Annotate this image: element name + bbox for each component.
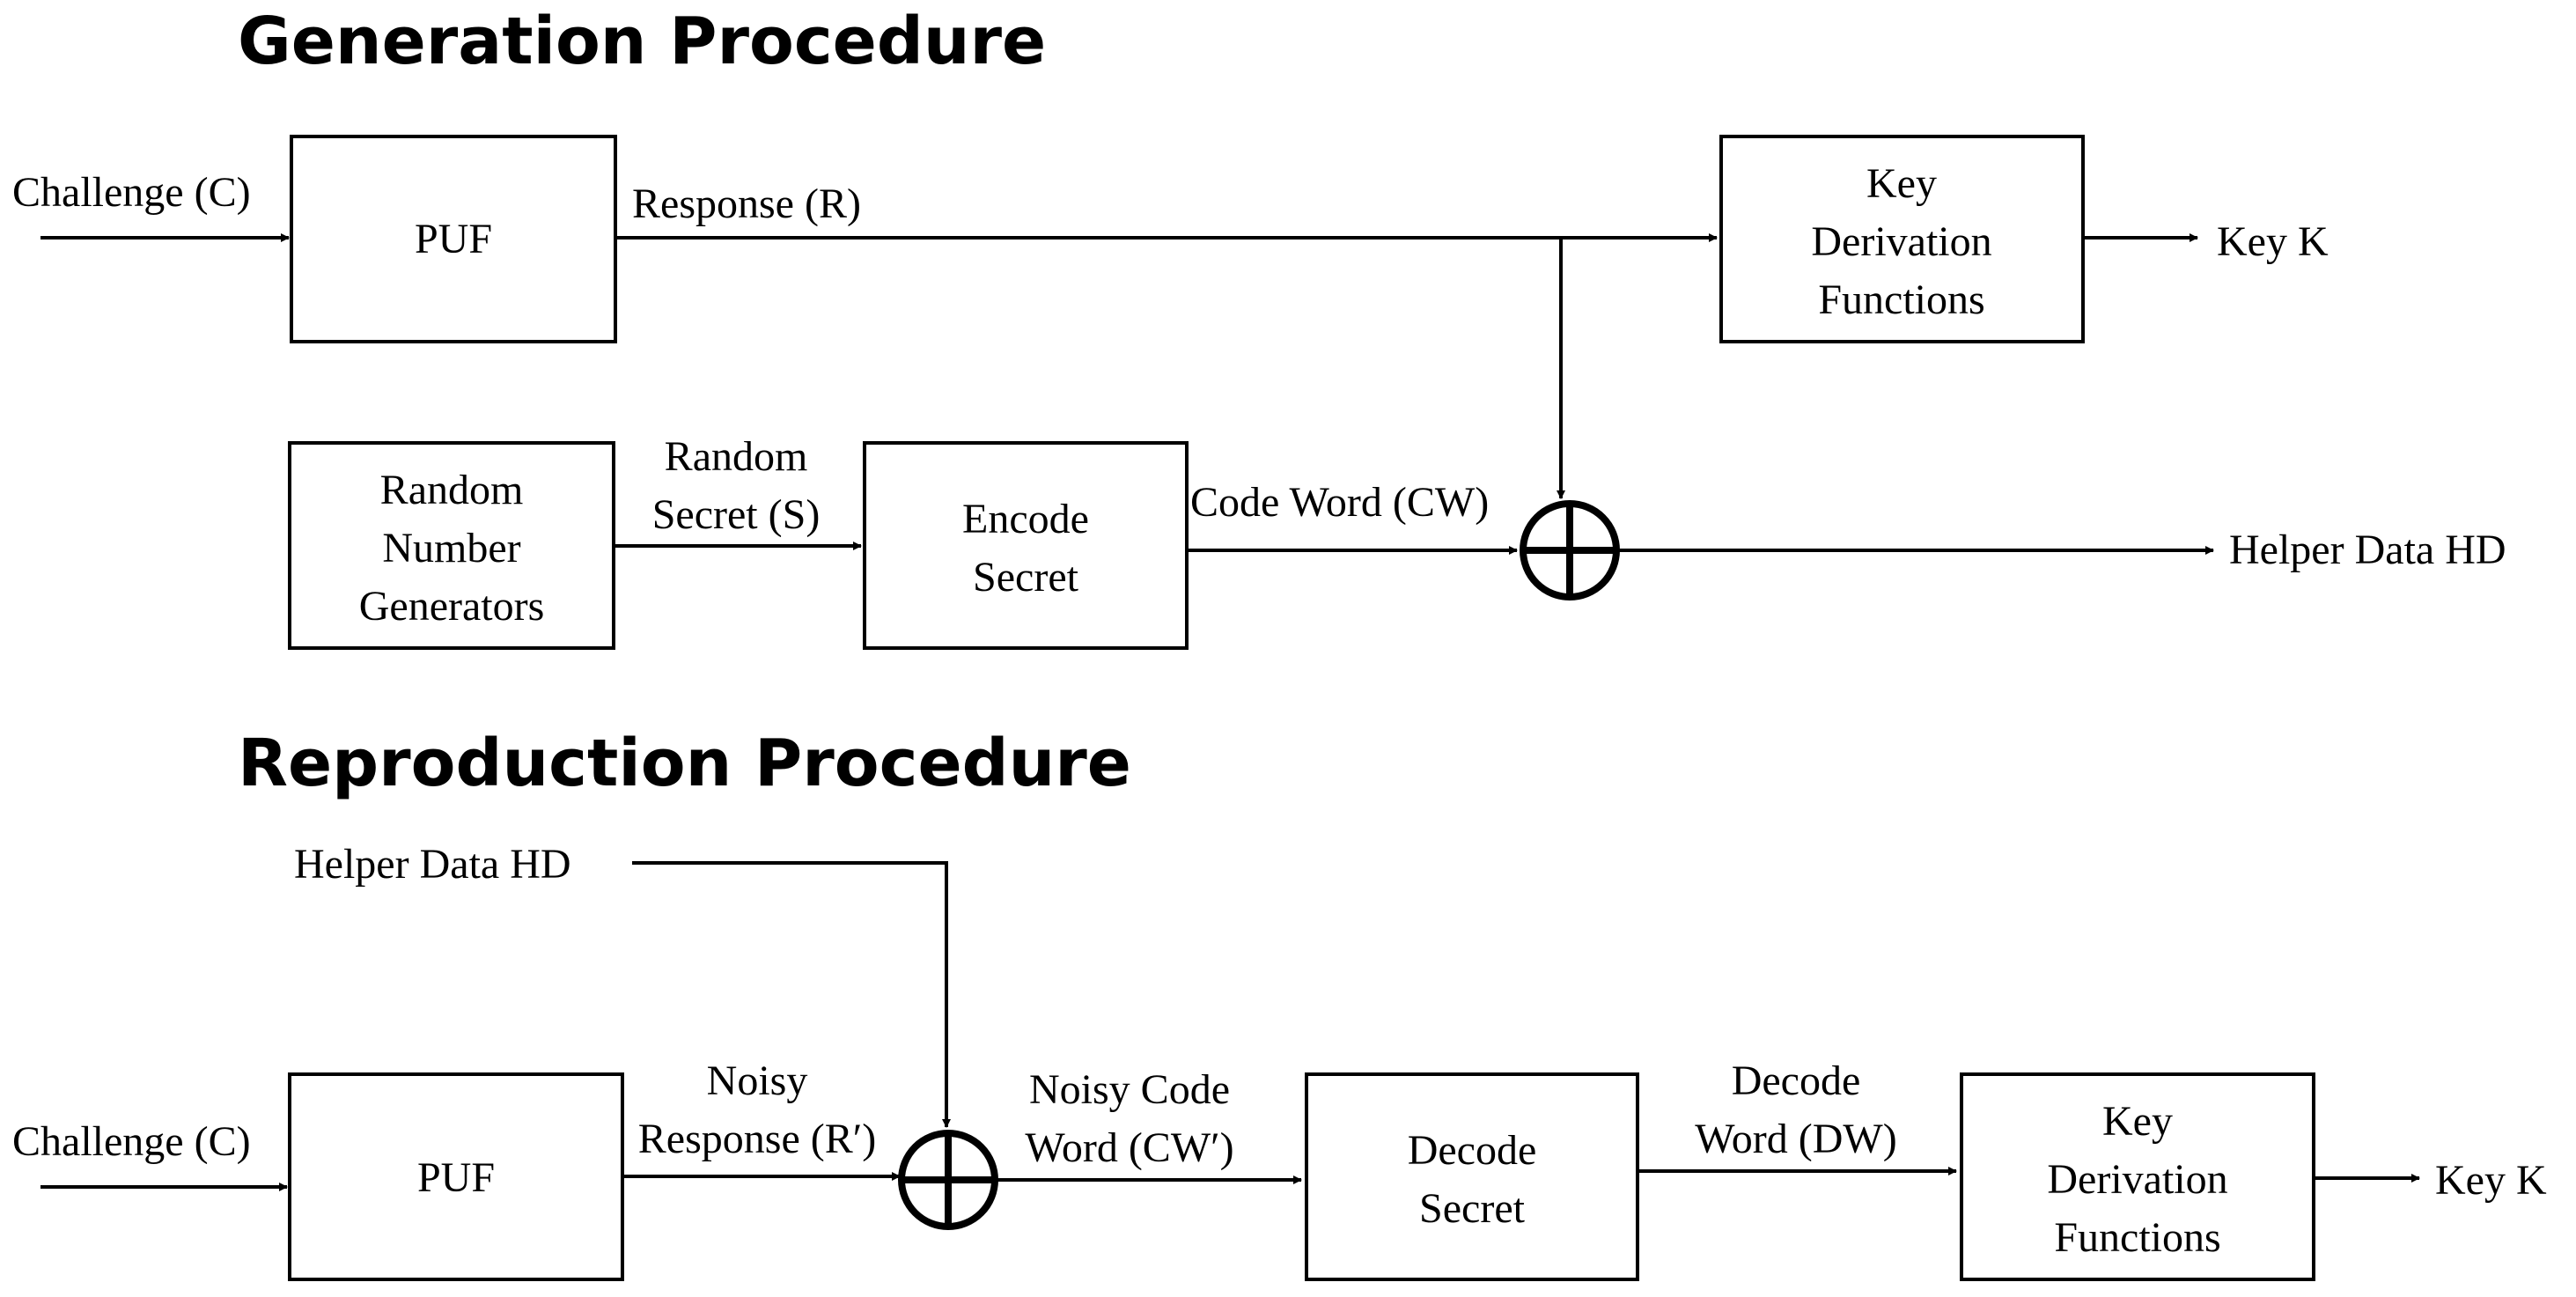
gen-rng-line-3: Generators <box>359 583 545 630</box>
gen-kdf-line-2: Derivation <box>1811 218 1991 265</box>
gen-puf-label: PUF <box>415 216 492 262</box>
gen-encode-line-1: Encode <box>962 496 1089 542</box>
gen-xor-symbol <box>1520 500 1620 601</box>
rep-noisy-response-line-2: Response (R′) <box>638 1116 876 1162</box>
gen-encode-box <box>863 441 1189 650</box>
gen-encode-line-2: Secret <box>973 554 1079 601</box>
rep-puf-box <box>288 1072 624 1281</box>
rep-kdf-label: Key Derivation Functions <box>2047 1098 2227 1261</box>
gen-random-secret-line-1: Random <box>665 433 808 480</box>
rep-kdf-line-2: Derivation <box>2047 1156 2227 1203</box>
gen-response-label: Response (R) <box>632 181 861 227</box>
rep-puf-label: PUF <box>417 1154 495 1201</box>
gen-rng-box <box>288 441 615 650</box>
gen-kdf-box <box>1719 135 2085 343</box>
rep-xor-symbol <box>898 1130 998 1230</box>
rep-challenge-label: Challenge (C) <box>12 1118 251 1165</box>
rep-kdf-line-3: Functions <box>2054 1214 2220 1261</box>
rep-key-label: Key K <box>2435 1157 2547 1204</box>
gen-key-label: Key K <box>2217 218 2329 265</box>
rep-kdf-line-1: Key <box>2102 1098 2173 1145</box>
generation-title: Generation Procedure <box>238 4 1046 79</box>
gen-kdf-label: Key Derivation Functions <box>1811 160 1991 323</box>
gen-rng-line-1: Random <box>380 467 524 513</box>
gen-code-word-label: Code Word (CW) <box>1190 479 1489 526</box>
gen-kdf-line-1: Key <box>1866 160 1937 207</box>
rep-helper-data-label: Helper Data HD <box>294 841 571 888</box>
gen-kdf-line-3: Functions <box>1818 276 1984 323</box>
rep-decode-word-line-1: Decode <box>1732 1057 1861 1104</box>
rep-noisy-response-line-1: Noisy <box>707 1057 808 1104</box>
rep-kdf-box <box>1960 1072 2315 1281</box>
rep-decode-box <box>1305 1072 1639 1281</box>
rep-decode-line-2: Secret <box>1419 1185 1526 1232</box>
rep-decode-line-1: Decode <box>1408 1127 1537 1174</box>
rep-noisy-code-word-line-1: Noisy Code <box>1029 1066 1230 1113</box>
rep-helper-data-arrow <box>632 861 951 1128</box>
gen-rng-line-2: Number <box>382 525 520 571</box>
reproduction-title: Reproduction Procedure <box>238 726 1131 801</box>
gen-rng-label: Random Number Generators <box>359 467 545 630</box>
rep-decode-word-line-2: Word (DW) <box>1695 1116 1896 1162</box>
gen-random-secret-line-2: Secret (S) <box>652 491 821 538</box>
gen-helper-data-label: Helper Data HD <box>2229 527 2506 573</box>
rep-noisy-code-word-line-2: Word (CW′) <box>1025 1124 1233 1171</box>
gen-challenge-label: Challenge (C) <box>12 169 251 216</box>
